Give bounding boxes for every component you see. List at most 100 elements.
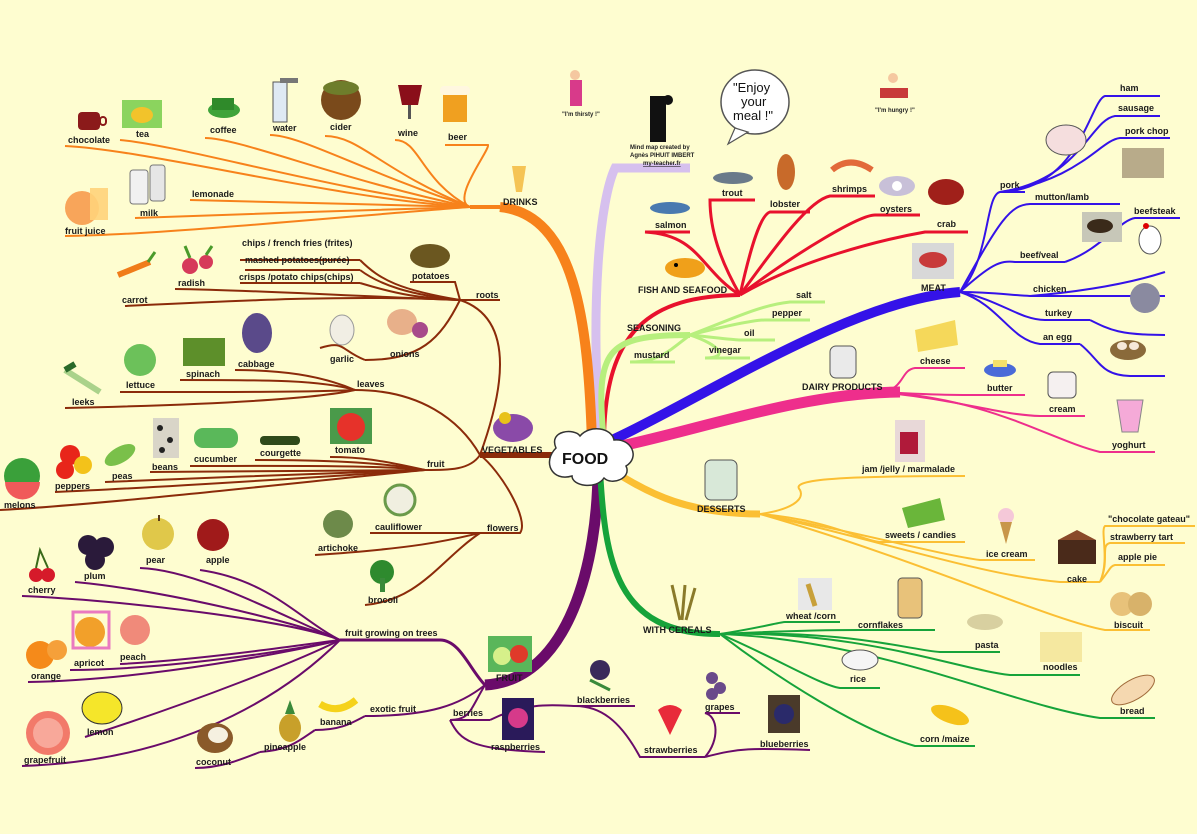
fruit-title: FRUIT bbox=[496, 673, 523, 683]
branch-dairy bbox=[610, 386, 901, 454]
melons-icon bbox=[4, 458, 40, 500]
biscuit-icon bbox=[1110, 592, 1152, 616]
trout-icon bbox=[713, 172, 753, 184]
fruit-subbranches bbox=[21, 567, 811, 769]
label-orange: orange bbox=[31, 671, 61, 681]
credit-line-2: Agnès PIHUIT IMBERT bbox=[630, 153, 695, 159]
orange-icon bbox=[26, 640, 67, 669]
label-biscuit: biscuit bbox=[1114, 620, 1143, 630]
blueberries-icon bbox=[768, 695, 800, 733]
label-blackberries: blackberries bbox=[577, 695, 630, 705]
butter-icon bbox=[984, 360, 1016, 377]
branch-drinks bbox=[499, 202, 597, 443]
label-sweets: sweets / candies bbox=[885, 530, 956, 540]
cheese-icon bbox=[915, 320, 958, 352]
label-egg: an egg bbox=[1043, 332, 1072, 342]
shrimps-icon bbox=[830, 159, 874, 173]
fruit-juice-icon bbox=[65, 188, 108, 225]
food-cloud bbox=[548, 428, 634, 487]
yoghurt-icon bbox=[1116, 399, 1144, 433]
apple-icon bbox=[197, 519, 229, 551]
label-garlic: garlic bbox=[330, 354, 354, 364]
speech-line-3: meal !" bbox=[733, 108, 773, 123]
cherry-icon bbox=[29, 546, 55, 582]
wheat-sheaf-icon bbox=[670, 584, 697, 621]
label-spinach: spinach bbox=[186, 369, 220, 379]
cereals-subbranches bbox=[719, 621, 1155, 747]
fish-platter-icon bbox=[665, 258, 705, 278]
oysters-icon bbox=[879, 176, 915, 196]
note-hungry: "I'm hungry !" bbox=[875, 108, 915, 114]
flowers-title: flowers bbox=[487, 523, 519, 533]
beer-mug-icon bbox=[440, 86, 470, 122]
leeks-icon bbox=[63, 361, 102, 395]
branch-fruit bbox=[484, 467, 604, 691]
blackberries-icon bbox=[589, 660, 611, 692]
label-fruit-juice: fruit juice bbox=[65, 226, 106, 236]
main-branches bbox=[480, 163, 961, 691]
fruit-box-icon bbox=[488, 636, 532, 672]
lettuce-icon bbox=[124, 344, 156, 376]
meat-plate-icon bbox=[912, 243, 954, 279]
wine-glass-icon bbox=[398, 85, 422, 119]
label-jam: jam /jelly / marmalade bbox=[861, 464, 955, 474]
label-bread: bread bbox=[1120, 706, 1145, 716]
crab-icon bbox=[928, 179, 964, 205]
noodles-icon bbox=[1040, 632, 1082, 662]
pear-icon bbox=[142, 515, 174, 550]
note-thirsty: "I'm thirsty !" bbox=[562, 112, 600, 118]
label-radish: radish bbox=[178, 278, 205, 288]
label-leeks: leeks bbox=[72, 397, 95, 407]
fish-subbranches bbox=[644, 194, 968, 297]
label-lobster: lobster bbox=[770, 199, 801, 209]
cider-barrel-icon bbox=[321, 80, 361, 120]
label-cream: cream bbox=[1049, 404, 1076, 414]
pig-icon bbox=[1045, 124, 1087, 156]
water-tap-icon bbox=[272, 78, 298, 123]
speech-line-2: your bbox=[741, 94, 767, 109]
label-milk: milk bbox=[140, 208, 159, 218]
peach-icon bbox=[120, 615, 150, 645]
banana-icon bbox=[318, 697, 359, 713]
label-pork-chop: pork chop bbox=[1125, 126, 1169, 136]
cereals-title: WITH CEREALS bbox=[643, 625, 712, 635]
carrot-icon bbox=[116, 251, 157, 278]
label-salt: salt bbox=[796, 290, 812, 300]
pineapple-icon bbox=[279, 700, 301, 742]
trees-title: fruit growing on trees bbox=[345, 628, 438, 638]
dairy-jug-icon bbox=[829, 345, 857, 379]
label-mutton: mutton/lamb bbox=[1035, 192, 1089, 202]
label-lettuce: lettuce bbox=[126, 380, 155, 390]
grapefruit-icon bbox=[26, 711, 70, 755]
brocoli-icon bbox=[370, 560, 394, 592]
cabbage-icon bbox=[242, 313, 272, 353]
salmon-icon bbox=[650, 202, 690, 214]
label-carrot: carrot bbox=[122, 295, 148, 305]
label-coconut: coconut bbox=[196, 757, 231, 767]
label-strawberry-tart: strawberry tart bbox=[1110, 532, 1173, 542]
beans-icon bbox=[153, 418, 179, 458]
pasta-bowl-icon bbox=[967, 614, 1003, 630]
cream-jug-icon bbox=[1047, 371, 1077, 399]
garlic-icon bbox=[329, 314, 355, 346]
roots-title: roots bbox=[476, 290, 499, 300]
label-mashed: mashed potatoes(purée) bbox=[245, 255, 350, 265]
credit-line-3: my-teacher.fr bbox=[643, 161, 681, 167]
raspberries-icon bbox=[502, 698, 534, 740]
apricot-icon bbox=[71, 610, 111, 650]
label-chocolate: chocolate bbox=[68, 135, 110, 145]
label-potatoes: potatoes bbox=[412, 271, 450, 281]
cucumber-icon bbox=[194, 428, 238, 448]
milk-bottle-icon bbox=[129, 164, 166, 205]
drinks-title: DRINKS bbox=[503, 197, 538, 207]
tomato-icon bbox=[330, 408, 372, 444]
berries-title: berries bbox=[453, 708, 483, 718]
label-artichoke: artichoke bbox=[318, 543, 358, 553]
label-water: water bbox=[272, 123, 297, 133]
vegetables-basket-icon bbox=[493, 412, 533, 442]
waiter-icon bbox=[650, 95, 673, 142]
label-ice-cream: ice cream bbox=[986, 549, 1028, 559]
label-pork: pork bbox=[1000, 180, 1020, 190]
label-grapes: grapes bbox=[705, 702, 735, 712]
